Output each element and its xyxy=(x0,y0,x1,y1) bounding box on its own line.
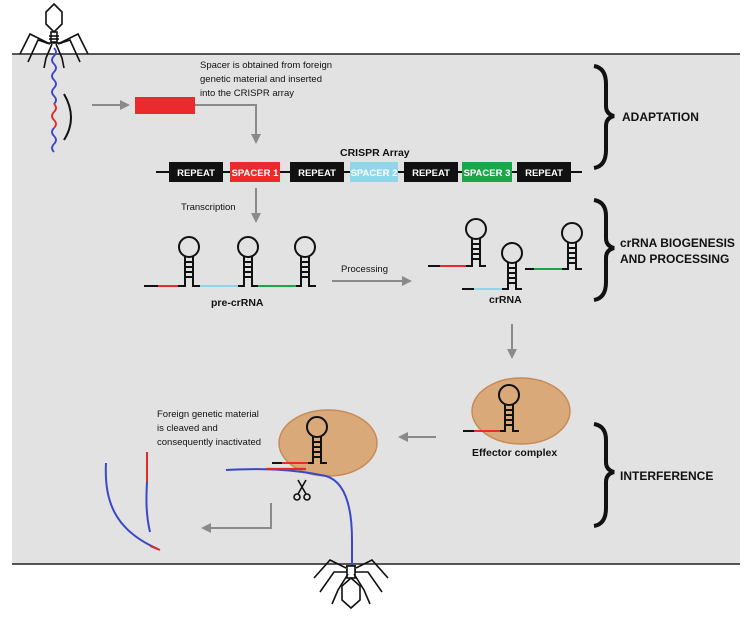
spacer-note-line2: genetic material and inserted xyxy=(200,74,322,85)
adaptation-brace xyxy=(593,64,615,170)
cleavage-complex-shape xyxy=(278,409,378,477)
cleaved-note-line1: Foreign genetic material xyxy=(157,409,259,420)
repeat-label-2: REPEAT xyxy=(298,168,336,179)
phage-icon xyxy=(19,2,89,69)
interference-brace xyxy=(593,422,615,528)
repeat-block-1 xyxy=(169,162,223,182)
foreign-dna-blue-top xyxy=(51,47,57,105)
foreign-dna-blue-bottom xyxy=(51,127,57,153)
cleaved-note-line3: consequently inactivated xyxy=(157,437,261,448)
new-spacer xyxy=(135,97,195,114)
repeat-label-3: REPEAT xyxy=(412,168,450,179)
spacer-block-3 xyxy=(462,162,512,182)
pre-crrna-label: pre-crRNA xyxy=(211,297,264,309)
spacer-block-2 xyxy=(350,162,398,182)
repeat-block-4 xyxy=(517,162,571,182)
crrna-molecules xyxy=(428,218,583,290)
effector-complex-label: Effector complex xyxy=(472,447,557,459)
foreign-dna-red-protospacer xyxy=(51,103,57,129)
repeat-label-1: REPEAT xyxy=(177,168,215,179)
background-panel xyxy=(12,54,740,564)
arrow-insert-into-array xyxy=(195,104,261,144)
spacer-note-line1: Spacer is obtained from foreign xyxy=(200,60,332,71)
arrow-to-cleaved xyxy=(201,503,272,533)
repeat-block-2 xyxy=(290,162,344,182)
effector-crrna xyxy=(463,384,520,432)
spacer-note-line3: into the CRISPR array xyxy=(200,88,294,99)
repeat-label-4: REPEAT xyxy=(525,168,563,179)
cleaved-fragment-1 xyxy=(104,462,159,550)
spacer-block-1 xyxy=(230,162,280,182)
crrna-label: crRNA xyxy=(489,294,522,306)
cleaved-fragment-1-end xyxy=(149,545,161,551)
spacer-label-3: SPACER 3 xyxy=(464,168,511,179)
interference-label: INTERFERENCE xyxy=(620,469,713,483)
processing-label: Processing xyxy=(341,264,388,275)
biogenesis-label-line2: AND PROCESSING xyxy=(620,252,729,266)
spacer-label-2: SPACER 2 xyxy=(351,168,398,179)
cleaved-note-line2: is cleaved and xyxy=(157,423,218,434)
spacer-label-1: SPACER 1 xyxy=(232,168,280,179)
foreign-dna-target xyxy=(225,468,353,578)
excision-bracket xyxy=(63,93,72,141)
phage-icon-bottom xyxy=(313,559,389,610)
pre-crrna-molecule xyxy=(144,236,316,287)
adaptation-label: ADAPTATION xyxy=(622,110,699,124)
cleaved-fragment-2 xyxy=(145,481,151,533)
cleavage-crrna xyxy=(272,416,328,464)
biogenesis-brace xyxy=(593,198,615,302)
biogenesis-label-line1: crRNA BIOGENESIS xyxy=(620,236,735,250)
repeat-block-3 xyxy=(404,162,458,182)
effector-complex-shape xyxy=(471,377,571,445)
scissors-icon xyxy=(293,479,311,501)
crispr-array: REPEAT SPACER 1 REPEAT SPACER 2 REPEAT S… xyxy=(169,162,571,182)
transcription-label: Transcription xyxy=(181,202,236,213)
array-title: CRISPR Array xyxy=(340,147,410,159)
